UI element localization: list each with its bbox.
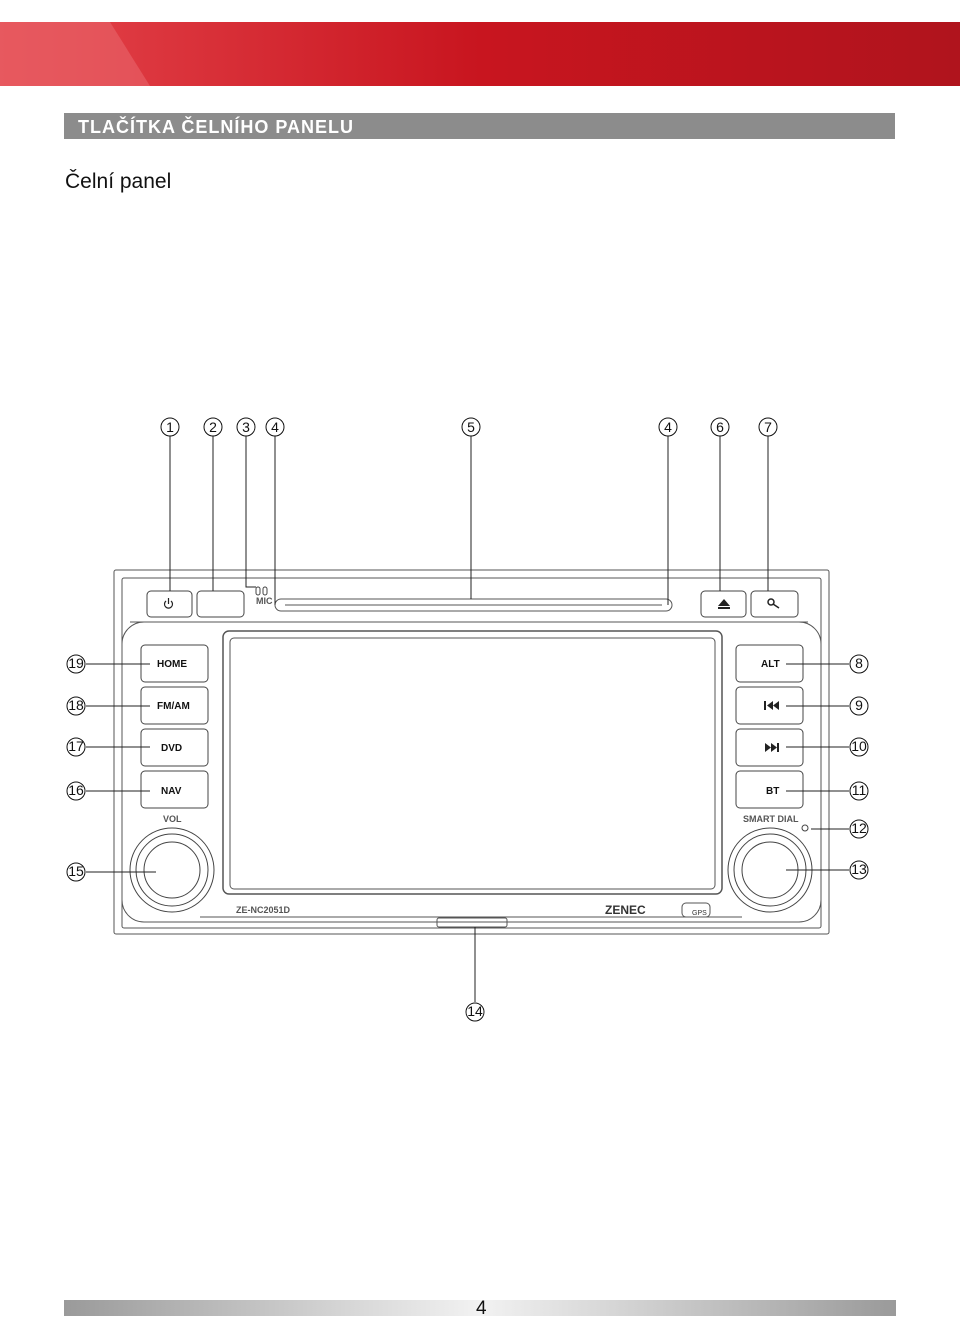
callout-18: 18 [68,697,84,713]
next-track-button[interactable] [735,728,804,767]
model-label: ZE-NC2051D [236,905,291,915]
callout-1: 1 [166,419,174,435]
callout-14: 14 [467,1003,483,1019]
eject-icon [718,599,730,609]
mic-label: MIC [256,596,273,606]
callout-19: 19 [68,655,84,671]
previous-track-icon [764,701,779,710]
eject-button[interactable] [700,590,747,618]
gps-label: GPS [692,910,707,917]
section-title: TLAČÍTKA ČELNÍHO PANELU [78,117,354,137]
callout-12: 12 [851,820,867,836]
callout-10: 10 [851,738,867,754]
source-button[interactable] [196,590,245,618]
gps-logo [681,902,711,918]
callout-8: 8 [855,655,863,671]
section-header-bar: TLAČÍTKA ČELNÍHO PANELU [64,113,895,139]
callout-3: 3 [242,419,250,435]
callout-11: 11 [852,782,867,798]
home-button[interactable]: HOME [140,644,209,683]
fm-am-button[interactable]: FM/AM [140,686,209,725]
home-button-label: HOME [157,659,187,670]
vol-label: VOL [163,814,182,824]
face-panel [121,621,822,923]
page-subtitle: Čelní panel [65,170,172,193]
brand-label: ZENEC [605,903,646,917]
volume-knob[interactable] [129,827,215,913]
bt-button[interactable]: BT [735,770,804,809]
front-panel-diagram: MIC HOME FM/AM DVD NAV VOL ALT [66,417,869,1022]
power-button[interactable] [146,590,193,618]
callout-9: 9 [855,697,863,713]
nav-button-label: NAV [161,786,182,797]
mic-hole [255,586,268,596]
fm-am-button-label: FM/AM [157,701,190,712]
bt-button-label: BT [766,786,779,797]
callout-4b: 4 [664,419,672,435]
callout-2: 2 [209,419,217,435]
dvd-button-label: DVD [161,743,182,754]
next-track-icon [765,743,779,752]
search-icon [767,598,780,609]
callout-17: 17 [68,738,84,754]
footer-bar [64,1300,896,1316]
smart-dial-label: SMART DIAL [743,814,799,824]
power-icon [163,598,174,609]
callout-16: 16 [68,782,84,798]
card-slot[interactable] [436,917,508,928]
smart-dial-knob[interactable] [727,827,813,913]
page-number: 4 [476,1298,487,1319]
dvd-button[interactable]: DVD [140,728,209,767]
callout-7: 7 [764,419,772,435]
indicator-led [801,824,809,832]
search-button[interactable] [750,590,799,618]
callout-13: 13 [851,861,867,877]
callout-5: 5 [467,419,475,435]
nav-button[interactable]: NAV [140,770,209,809]
display-screen [222,630,723,895]
callout-6: 6 [716,419,724,435]
header-band [0,0,960,86]
callout-4a: 4 [271,419,279,435]
alt-button-label: ALT [761,659,780,670]
callout-15: 15 [68,863,84,879]
alt-button[interactable]: ALT [735,644,804,683]
